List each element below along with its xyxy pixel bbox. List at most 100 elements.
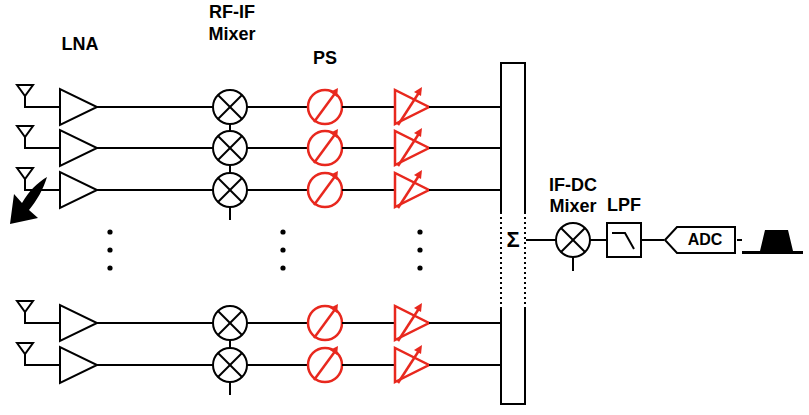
vga-arrowhead (414, 170, 422, 179)
ellipsis-dot (107, 229, 112, 234)
antenna-feed (24, 96, 26, 107)
vga-arrow (398, 349, 420, 383)
vga-arrow (398, 91, 420, 125)
mixer-cross (218, 178, 242, 202)
vga-symbol (395, 173, 429, 207)
lo-input (229, 207, 231, 220)
antenna-symbol (17, 126, 33, 137)
wire (429, 106, 500, 108)
ellipsis-dot (280, 229, 285, 234)
lna-symbol (60, 347, 97, 383)
mixer-cross (218, 136, 242, 160)
lna-symbol (60, 130, 97, 166)
mixer-symbol (213, 306, 247, 340)
phase-shifter-arrowhead (330, 346, 338, 355)
phase-shifter-arrow (314, 350, 336, 380)
wire (97, 322, 213, 324)
wire (342, 189, 395, 191)
signal-wire-line (590, 239, 606, 241)
vga-arrow (398, 132, 420, 166)
mixer-cross (561, 228, 585, 252)
wire (247, 189, 308, 191)
lo-input (572, 257, 574, 271)
wire (429, 364, 500, 366)
ellipsis-dot (417, 265, 422, 270)
mixer-cross (218, 95, 242, 119)
block-label: RF-IF Mixer (190, 2, 274, 45)
ellipsis-dot (107, 247, 112, 252)
mixer-outline (556, 223, 590, 257)
mixer-symbol (213, 348, 247, 382)
wire (429, 147, 500, 149)
wire (24, 322, 60, 324)
lna-symbol (60, 89, 97, 125)
signal-wire-line (642, 239, 664, 241)
ellipsis-dot (107, 265, 112, 270)
node-label: Σ (500, 227, 526, 253)
wire (247, 106, 308, 108)
phase-shifter-arrowhead (330, 304, 338, 313)
antenna-feed (24, 354, 26, 365)
block-label: LNA (50, 34, 110, 56)
antenna-symbol (17, 168, 33, 179)
mixer-cross (218, 95, 242, 119)
wire (97, 106, 213, 108)
mixer-symbol (556, 223, 590, 257)
lpf-box (607, 223, 641, 257)
wire (24, 147, 60, 149)
mixer-cross (218, 311, 242, 335)
mixer-cross (218, 353, 242, 377)
vga-symbol (395, 90, 429, 124)
incoming-signal-arrow (10, 177, 47, 224)
mixer-cross (561, 228, 585, 252)
vga-arrowhead (414, 87, 422, 96)
phase-shifter-arrowhead (330, 171, 338, 180)
wire (24, 106, 60, 108)
phase-shifter-arrow (314, 133, 336, 163)
phase-shifter-arrowhead (330, 129, 338, 138)
node-label: LPF (599, 195, 649, 217)
vga-arrow (398, 174, 420, 208)
adc-shape (665, 227, 735, 253)
antenna-feed (24, 312, 26, 323)
wire (97, 364, 213, 366)
antenna-feed (24, 179, 26, 190)
vga-symbol (395, 131, 429, 165)
vga-arrow (398, 307, 420, 341)
adc-node: ADC (664, 226, 736, 254)
antenna-symbol (17, 301, 33, 312)
wire (247, 364, 308, 366)
lpf-outline (606, 222, 642, 258)
wire (247, 147, 308, 149)
summer-dotted-edge (524, 212, 526, 307)
node-label: IF-DC Mixer (531, 175, 615, 218)
wire (342, 106, 395, 108)
mixer-cross (218, 178, 242, 202)
wire (342, 147, 395, 149)
lpf-node: LPF (606, 222, 642, 258)
lo-input (229, 382, 231, 395)
lpf-response (612, 233, 634, 249)
vga-arrowhead (414, 345, 422, 354)
signal-wire (642, 240, 664, 241)
summer-gap (500, 212, 526, 307)
signal-wire-line (526, 239, 556, 241)
vga-symbol (395, 348, 429, 382)
vga-arrowhead (414, 303, 422, 312)
phase-shifter-arrowhead (330, 88, 338, 97)
signal-wire (526, 240, 556, 241)
lna-symbol (60, 305, 97, 341)
wire (429, 322, 500, 324)
antenna-feed (24, 137, 26, 148)
ellipsis-dot (417, 247, 422, 252)
output-wire (737, 239, 742, 241)
block-label: PS (303, 48, 347, 70)
phase-shifter-arrow (314, 175, 336, 205)
ellipsis-dot (280, 265, 285, 270)
mixer-symbol (213, 131, 247, 165)
mixer-cross (218, 311, 242, 335)
wire (97, 147, 213, 149)
antenna-symbol (17, 343, 33, 354)
signal-wire (590, 240, 606, 241)
